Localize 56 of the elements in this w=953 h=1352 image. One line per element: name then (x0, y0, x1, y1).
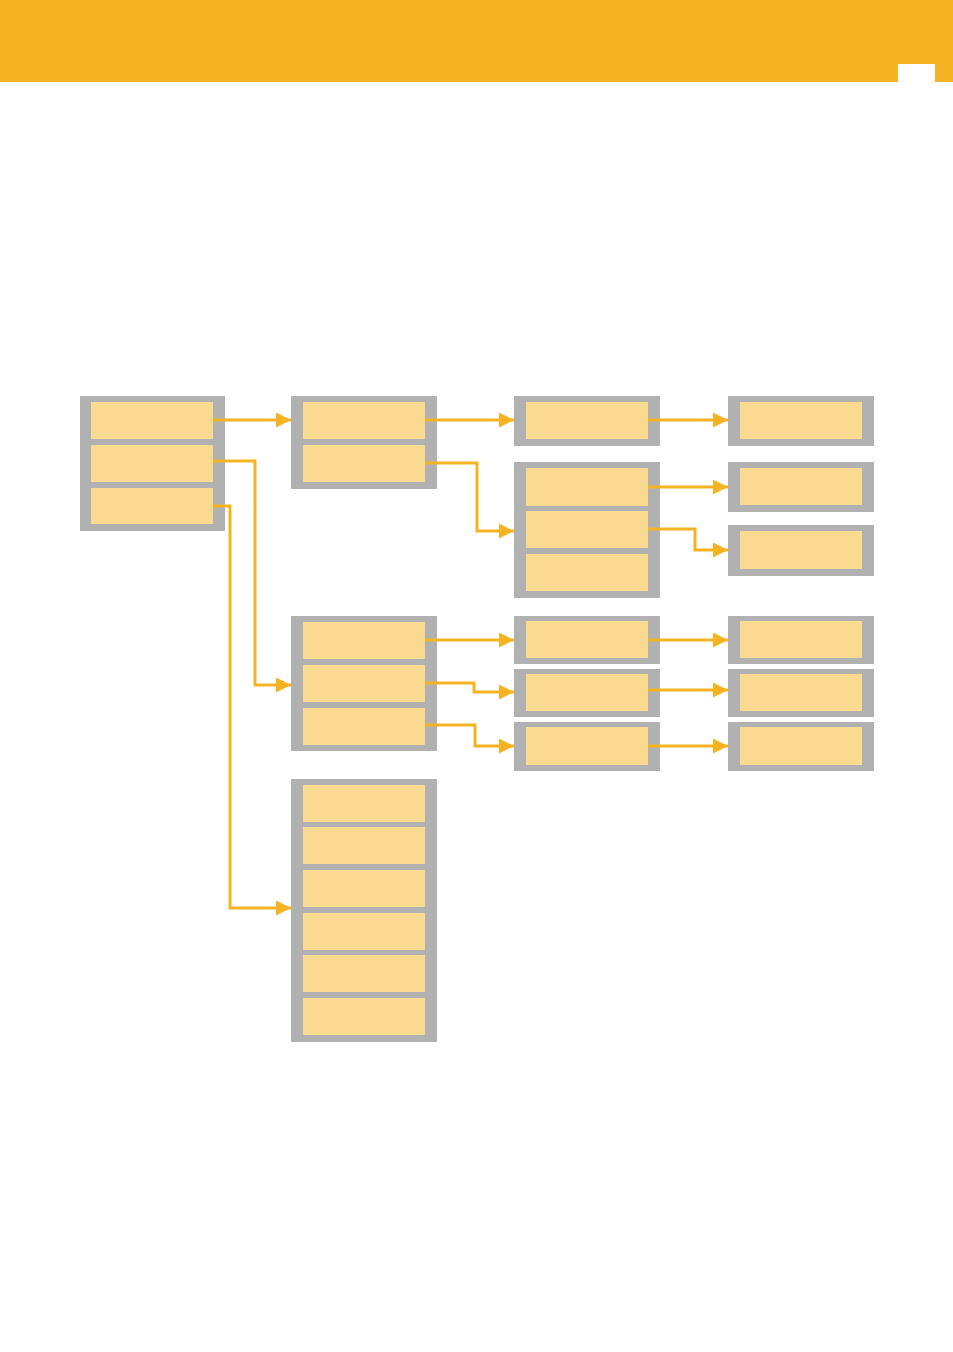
connector-arrow (425, 723, 514, 754)
entry-box (740, 621, 862, 658)
group-box (291, 616, 437, 751)
group-box (514, 616, 660, 664)
entry-box (303, 402, 425, 439)
group-box (514, 462, 660, 598)
connector-arrow (648, 412, 728, 428)
connector-arrow (425, 461, 514, 539)
entry-box (303, 708, 425, 745)
group-box (514, 669, 660, 717)
connector-arrow (648, 527, 728, 558)
entry-box (526, 402, 648, 439)
connector-arrow (213, 504, 291, 916)
group-box (728, 669, 874, 717)
group-box (728, 462, 874, 512)
entry-box (303, 622, 425, 659)
entry-box (740, 402, 862, 439)
entry-box (526, 511, 648, 548)
entry-box (526, 621, 648, 658)
entry-box (526, 468, 648, 506)
entry-box (526, 554, 648, 591)
group-box (728, 722, 874, 771)
connector-arrow (213, 412, 291, 428)
group-box (80, 396, 225, 531)
group-box (728, 616, 874, 664)
connector-arrow (425, 632, 514, 648)
group-box (728, 525, 874, 576)
entry-box (526, 727, 648, 765)
group-box (291, 396, 437, 489)
entry-box (740, 531, 862, 569)
group-box (514, 396, 660, 446)
entry-box (740, 674, 862, 711)
entry-box (91, 445, 213, 482)
entry-box (303, 913, 425, 950)
group-box (291, 779, 437, 1042)
connector-arrow (425, 681, 514, 700)
connector-arrow (648, 682, 728, 698)
entry-box (303, 785, 425, 822)
connector-arrow (648, 738, 728, 754)
group-box (514, 722, 660, 771)
entry-box (740, 727, 862, 765)
entry-box (91, 402, 213, 439)
group-box (728, 396, 874, 446)
entry-box (303, 955, 425, 992)
connector-arrow (648, 479, 728, 495)
entry-box (91, 488, 213, 524)
entry-box (303, 827, 425, 864)
entry-box (526, 674, 648, 711)
entry-box (303, 665, 425, 702)
entry-box (740, 468, 862, 505)
entry-box (303, 870, 425, 907)
connector-arrow (648, 632, 728, 648)
entry-box (303, 998, 425, 1035)
connector-arrow (425, 412, 514, 428)
entry-box (303, 445, 425, 482)
connector-arrow (213, 459, 291, 693)
